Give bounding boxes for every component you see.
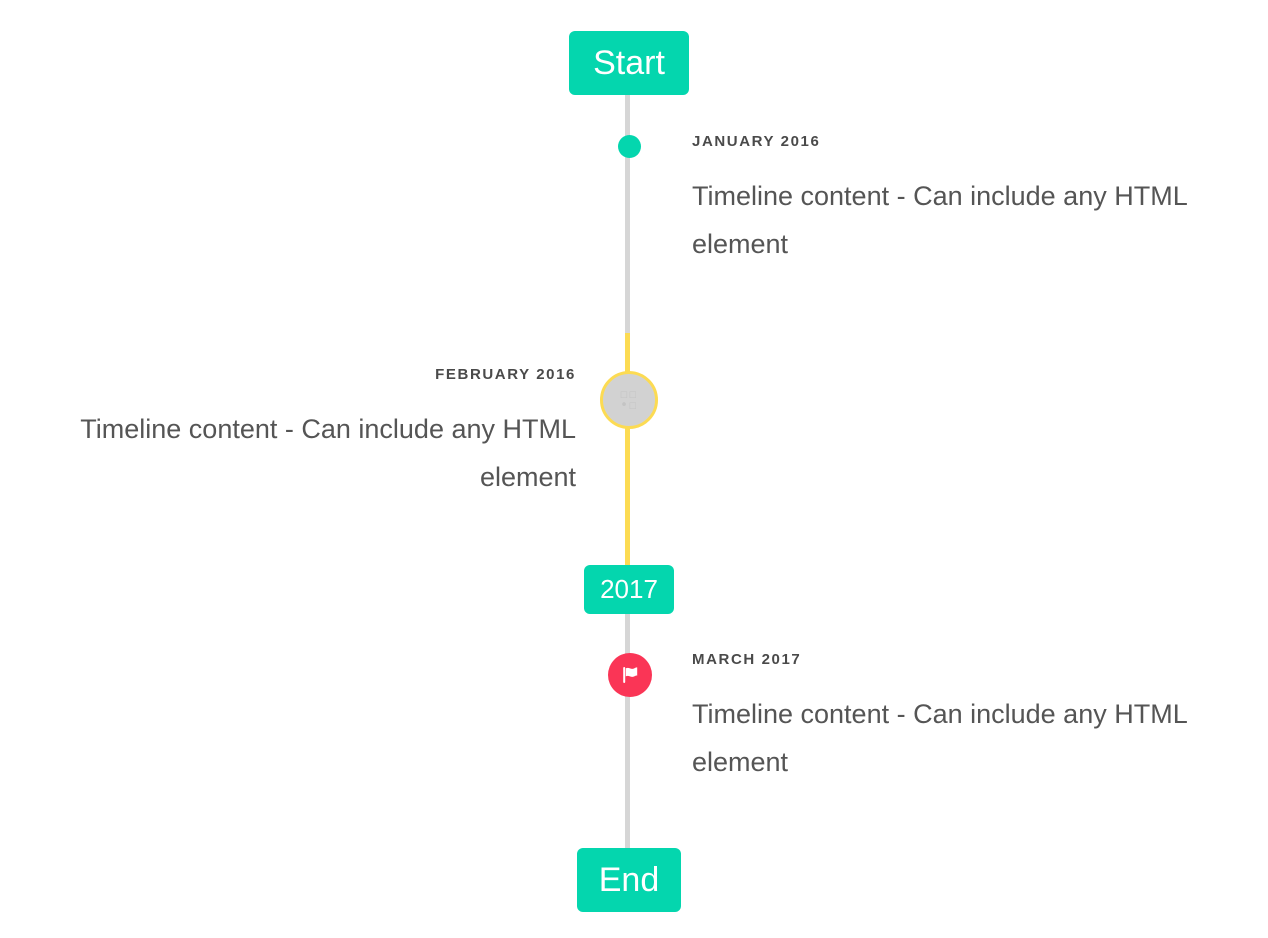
timeline-year-badge-2017[interactable]: 2017 — [584, 565, 674, 614]
timeline-axis-segment-highlight — [625, 333, 630, 565]
timeline-event-date: FEBRUARY 2016 — [435, 366, 576, 383]
timeline-event-date: JANUARY 2016 — [692, 133, 821, 150]
timeline-axis-segment-top — [625, 95, 630, 333]
timeline-event-february: FEBRUARY 2016 Timeline content - Can inc… — [36, 366, 576, 501]
timeline-event-body: Timeline content - Can include any HTML … — [692, 181, 1187, 259]
flag-icon — [623, 667, 638, 683]
timeline-event-january: JANUARY 2016 Timeline content - Can incl… — [692, 133, 1232, 268]
timeline-marker-february[interactable]: ☐☐•☐ — [600, 371, 658, 429]
timeline-event-body: Timeline content - Can include any HTML … — [692, 699, 1187, 777]
missing-glyph-icon: ☐☐•☐ — [620, 387, 638, 413]
timeline-marker-march[interactable] — [608, 653, 652, 697]
timeline-marker-january[interactable] — [618, 135, 641, 158]
timeline-event-date: MARCH 2017 — [692, 651, 802, 668]
timeline-start-badge[interactable]: Start — [569, 31, 689, 95]
timeline-event-body: Timeline content - Can include any HTML … — [80, 414, 576, 492]
timeline-event-march: MARCH 2017 Timeline content - Can includ… — [692, 651, 1232, 786]
timeline-axis-segment-bottom — [625, 613, 630, 853]
timeline-end-badge[interactable]: End — [577, 848, 681, 912]
